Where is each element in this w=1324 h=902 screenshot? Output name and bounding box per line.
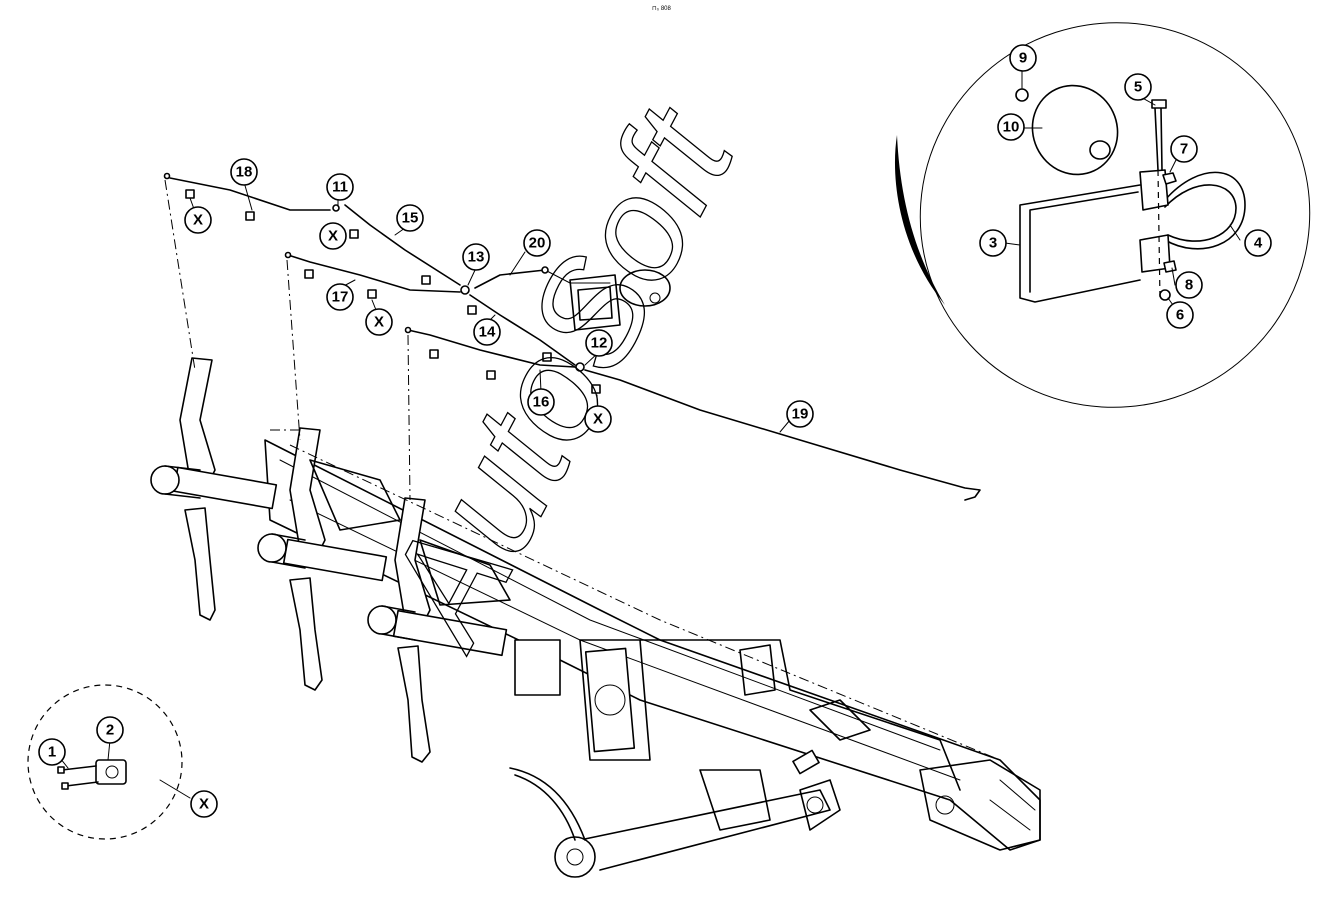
callout-5: 5 — [1124, 73, 1152, 101]
callout-11: 11 — [326, 173, 354, 201]
callout-8: 8 — [1175, 271, 1203, 299]
detail-view-tank — [919, 22, 1311, 408]
svg-text:X: X — [374, 314, 384, 331]
page-code: ⊓₀ 808 — [652, 6, 672, 12]
x-marker-1: X — [184, 206, 212, 234]
svg-text:20: 20 — [529, 235, 546, 252]
callout-3: 3 — [979, 229, 1007, 257]
svg-text:9: 9 — [1019, 50, 1027, 67]
svg-text:X: X — [328, 228, 338, 245]
svg-text:8: 8 — [1185, 277, 1193, 294]
callout-2: 2 — [96, 716, 124, 744]
callout-20: 20 — [523, 229, 551, 257]
callout-17: 17 — [326, 283, 354, 311]
shank-2 — [257, 427, 401, 691]
callout-4: 4 — [1244, 229, 1272, 257]
detail-view-clamp — [27, 684, 183, 840]
svg-text:6: 6 — [1176, 307, 1184, 324]
svg-text:13: 13 — [468, 249, 485, 266]
svg-text:X: X — [193, 212, 203, 229]
svg-text:X: X — [199, 796, 209, 813]
callout-9: 9 — [1009, 44, 1037, 72]
callout-14: 14 — [473, 318, 501, 346]
svg-text:18: 18 — [236, 164, 253, 181]
frame-assembly — [264, 439, 1041, 878]
svg-text:16: 16 — [533, 394, 550, 411]
svg-text:14: 14 — [479, 324, 496, 341]
callout-6: 6 — [1166, 301, 1194, 329]
svg-text:5: 5 — [1134, 79, 1142, 96]
watermark: AutoSoft — [349, 81, 768, 672]
callout-16: 16 — [527, 388, 555, 416]
callout-19: 19 — [786, 400, 814, 428]
callout-15: 15 — [396, 204, 424, 232]
x-marker-2: X — [319, 222, 347, 250]
svg-text:X: X — [593, 411, 603, 428]
x-marker-4: X — [584, 405, 612, 433]
hose-clamps — [185, 189, 601, 394]
x-marker-5: X — [190, 790, 218, 818]
svg-text:19: 19 — [792, 406, 809, 423]
svg-text:10: 10 — [1003, 119, 1020, 136]
watermark-swoosh — [894, 135, 945, 305]
callout-10: 10 — [997, 113, 1025, 141]
svg-text:17: 17 — [332, 289, 349, 306]
callout-1: 1 — [38, 738, 66, 766]
callout-12: 12 — [585, 329, 613, 357]
callout-13: 13 — [462, 243, 490, 271]
svg-text:3: 3 — [989, 235, 997, 252]
svg-text:1: 1 — [48, 744, 56, 761]
shank-1 — [150, 357, 278, 621]
svg-text:15: 15 — [402, 210, 419, 227]
air-tank-small — [569, 269, 671, 331]
svg-text:12: 12 — [591, 335, 608, 352]
callout-18: 18 — [230, 158, 258, 186]
svg-text:7: 7 — [1180, 141, 1188, 158]
hose-system — [163, 172, 981, 501]
callout-7: 7 — [1170, 135, 1198, 163]
shank-3 — [367, 497, 561, 763]
x-marker-3: X — [365, 308, 393, 336]
svg-text:2: 2 — [106, 722, 114, 739]
svg-text:4: 4 — [1254, 235, 1263, 252]
svg-text:11: 11 — [332, 179, 348, 196]
